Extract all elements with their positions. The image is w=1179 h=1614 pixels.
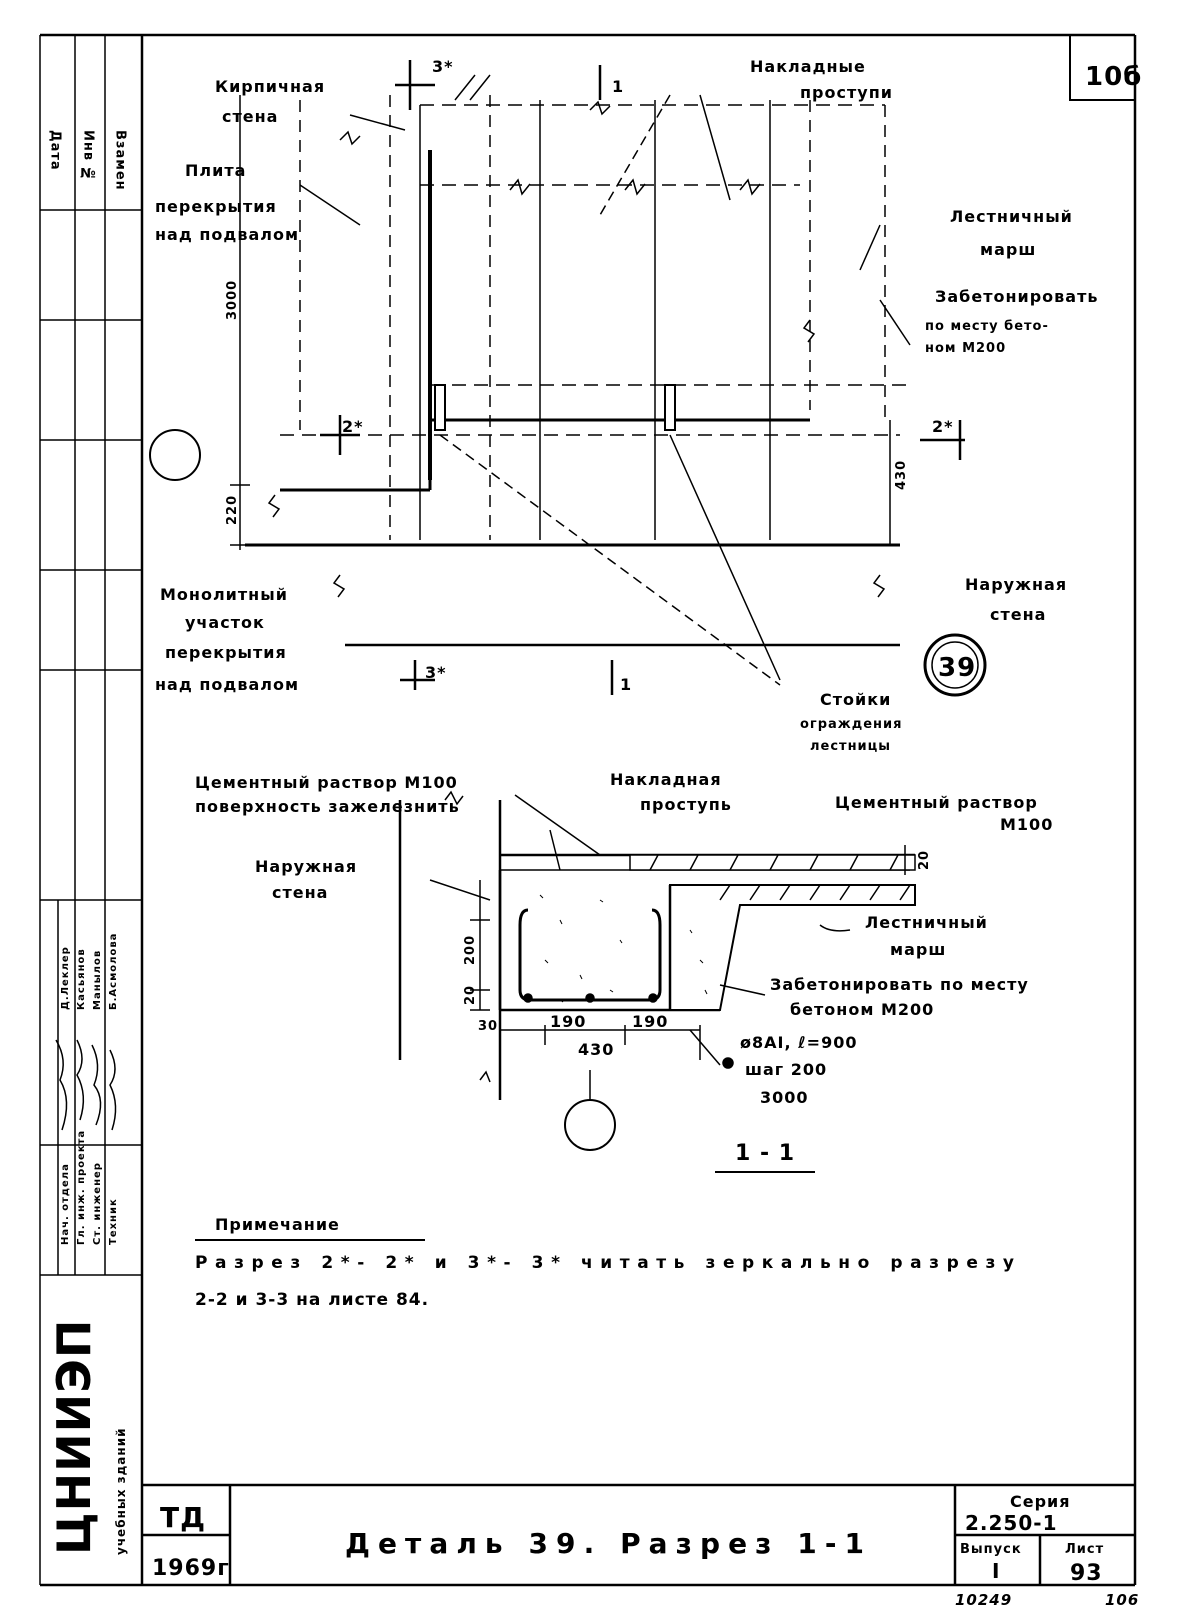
sec-flight-2: марш <box>890 940 946 959</box>
sec-dim-30: 30 <box>478 1019 498 1034</box>
page-corner-box: 10б <box>1069 35 1142 101</box>
sec-dim-430: 430 <box>578 1040 614 1059</box>
left-margin-stamp <box>40 35 142 1276</box>
sec-dim-20-top: 20 <box>917 850 932 870</box>
title-sheet-label: Лист <box>1065 1542 1104 1557</box>
mark-s1-bottom: 1 <box>620 675 632 694</box>
title-issue-label: Выпуск <box>960 1542 1022 1557</box>
label-outer-wall-1: Наружная <box>965 575 1067 594</box>
label-slab-3: над подвалом <box>155 225 299 244</box>
label-brick-wall-1: Кирпичная <box>215 77 325 96</box>
org-subtitle: учебных зданий <box>114 1427 128 1555</box>
staff-roles: Нач. отдела Гл. инж. проекта Ст. инженер… <box>60 933 119 1245</box>
axis-marker-top <box>149 429 201 481</box>
staff-name-1: Касьянов <box>76 948 87 1010</box>
sec-mortar-left-1: Цементный раствор М100 <box>195 773 458 792</box>
footer-page-no: 106 <box>1105 1591 1139 1609</box>
title-issue-value: I <box>992 1559 1000 1583</box>
title-year: 1969г <box>152 1556 230 1581</box>
label-posts-2: ограждения <box>800 717 903 732</box>
title-doc-type: ТД <box>160 1501 206 1534</box>
staff-name-0: Д.Леклер <box>60 946 71 1010</box>
title-main: Деталь 39. Разрез 1-1 <box>345 1527 865 1560</box>
mark-s2-right: 2* <box>932 417 954 436</box>
sec-outer-wall-2: стена <box>272 883 328 902</box>
dim-430: 430 <box>894 460 909 490</box>
label-brick-wall-2: стена <box>222 107 278 126</box>
label-slab-1: Плита <box>185 161 246 180</box>
label-posts-1: Стойки <box>820 690 891 709</box>
stamp-replace: Взамен <box>113 130 128 191</box>
staff-role-1: Гл. инж. проекта <box>76 1130 87 1245</box>
label-flight-2: марш <box>980 240 1036 259</box>
label-monolithic-4: над подвалом <box>155 675 299 694</box>
label-treads-1: Накладные <box>750 57 866 76</box>
label-monolithic-1: Монолитный <box>160 585 288 604</box>
mark-s1-top: 1 <box>612 77 624 96</box>
sec-concrete-2: бетоном М200 <box>790 1000 934 1019</box>
sec-rebar-1: ø8AI, ℓ=900 <box>740 1033 857 1052</box>
dim-220: 220 <box>225 495 240 525</box>
sec-dim-190a: 190 <box>550 1012 586 1031</box>
label-outer-wall-2: стена <box>990 605 1046 624</box>
mark-s2-left: 2* <box>342 417 364 436</box>
footer-archive-no: 10249 <box>955 1591 1012 1609</box>
sec-dim-190b: 190 <box>632 1012 668 1031</box>
title-series-value: 2.250-1 <box>965 1511 1057 1535</box>
title-block <box>142 1483 1135 1585</box>
label-flight-1: Лестничный <box>950 207 1073 226</box>
stamp-date: Дата <box>48 130 63 171</box>
title-sheet-value: 93 <box>1070 1561 1103 1586</box>
label-concrete-2: по месту бето- <box>925 319 1049 334</box>
label-monolithic-2: участок <box>185 613 265 632</box>
detail-reference: 39 <box>923 633 987 697</box>
sec-rebar-2: шаг 200 <box>745 1060 827 1079</box>
signatures <box>55 1039 117 1131</box>
dim-3000: 3000 <box>225 280 240 320</box>
sec-title: 1 - 1 <box>735 1141 795 1166</box>
sec-flight-1: Лестничный <box>865 913 988 932</box>
sec-rebar-3: 3000 <box>760 1088 809 1107</box>
title-series-label: Серия <box>1010 1492 1071 1511</box>
note-heading: Примечание <box>215 1215 340 1234</box>
sec-mortar-left-2: поверхность зажелезнить <box>195 797 460 816</box>
sec-tread-1: Накладная <box>610 770 722 789</box>
label-monolithic-3: перекрытия <box>165 643 287 662</box>
note-line-1: Разрез 2*- 2* и 3*- 3* читать зеркально … <box>195 1253 1015 1273</box>
staff-role-3: Техник <box>108 1198 119 1245</box>
label-posts-3: лестницы <box>810 739 891 754</box>
sec-tread-2: проступь <box>640 795 732 814</box>
sec-dim-20-side: 20 <box>463 985 478 1005</box>
label-concrete-3: ном М200 <box>925 341 1006 356</box>
page-corner-number: 10б <box>1085 62 1142 92</box>
label-slab-2: перекрытия <box>155 197 277 216</box>
axis-marker-bottom <box>564 1099 616 1151</box>
org-name: ЦНИИЭП <box>47 1319 101 1555</box>
sec-mortar-right-1: Цементный раствор <box>835 793 1038 812</box>
sec-outer-wall-1: Наружная <box>255 857 357 876</box>
staff-name-3: Б.Асмолова <box>108 933 119 1010</box>
staff-name-2: Манылов <box>92 950 103 1010</box>
label-concrete-1: Забетонировать <box>935 287 1098 306</box>
stamp-inv: Инв № <box>80 130 95 183</box>
staff-role-0: Нач. отдела <box>60 1163 71 1245</box>
note-block: Примечание Разрез 2*- 2* и 3*- 3* читать… <box>195 1215 1015 1310</box>
label-treads-2: проступи <box>800 83 893 102</box>
sec-concrete-1: Забетонировать по месту <box>770 975 1029 994</box>
note-line-2: 2-2 и 3-3 на листе 84. <box>195 1290 429 1310</box>
plan-view <box>230 60 965 695</box>
sec-dim-200: 200 <box>463 935 478 965</box>
detail-number: 39 <box>938 653 976 683</box>
staff-role-2: Ст. инженер <box>92 1162 103 1245</box>
mark-s3-top: 3* <box>432 57 454 76</box>
sec-mortar-right-2: М100 <box>1000 815 1053 834</box>
section-1-1 <box>398 790 916 1100</box>
mark-s3-bottom: 3* <box>425 663 447 682</box>
sheet-frame <box>39 33 1137 1587</box>
